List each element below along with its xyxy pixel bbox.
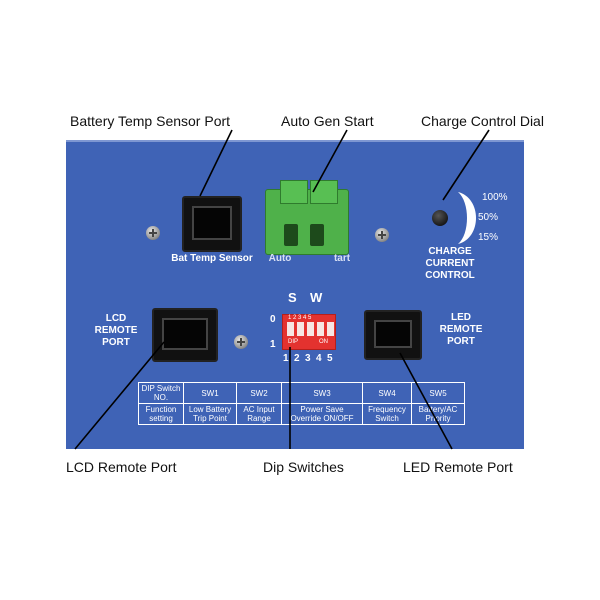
dip-switch-2[interactable] — [297, 322, 304, 336]
led-remote-port-line2: REMOTE — [439, 324, 483, 335]
led-remote-port-line3: PORT — [447, 336, 475, 347]
dip-sw-letter-s: S — [288, 290, 297, 305]
callout-lcd-remote-port: LCD Remote Port — [66, 459, 177, 475]
dip-text: DIP — [288, 339, 299, 345]
leader-battery-temp — [199, 129, 233, 197]
screw-middle — [234, 335, 248, 349]
lcd-remote-port-line2: REMOTE — [94, 325, 138, 336]
table-cell: Function setting — [138, 403, 184, 425]
dip-bottom-number-4: 4 — [316, 353, 322, 364]
lcd-remote-port-jack[interactable] — [152, 308, 218, 362]
dip-function-table: DIP Switch NO. SW1 SW2 SW3 SW4 SW5 Funct… — [138, 382, 465, 425]
screw-left — [146, 226, 160, 240]
charge-current-control-line2: CURRENT — [425, 258, 475, 269]
charge-level-50: 50% — [478, 212, 499, 223]
dip-switch-3[interactable] — [307, 322, 314, 336]
table-row: Function setting Low Battery Trip Point … — [138, 403, 465, 425]
dip-switch-1[interactable] — [287, 322, 294, 336]
dip-bottom-number-3: 3 — [305, 353, 311, 364]
callout-led-remote-port: LED Remote Port — [403, 459, 513, 475]
bat-temp-sensor-label: Bat Temp Sensor — [171, 253, 253, 264]
auto-gen-start-terminal[interactable] — [265, 180, 349, 255]
table-cell: AC Input Range — [236, 403, 282, 425]
dip-switch-block[interactable]: 1 2 3 4 5 DIP ON — [282, 314, 336, 350]
dip-bottom-number-2: 2 — [294, 353, 300, 364]
leader-charge-dial — [442, 129, 490, 201]
dip-state-1: 1 — [270, 339, 276, 350]
charge-level-100: 100% — [482, 192, 508, 203]
control-panel: Bat Temp Sensor Auto tart 100% 50% 15% C… — [66, 140, 524, 449]
screw-right — [375, 228, 389, 242]
callout-auto-gen-start: Auto Gen Start — [281, 113, 374, 129]
dip-sw-letter-w: W — [310, 290, 323, 305]
lcd-remote-port-line1: LCD — [105, 313, 127, 324]
leader-led-port — [399, 352, 453, 450]
led-remote-port-jack[interactable] — [364, 310, 422, 360]
dip-on: ON — [319, 339, 328, 345]
leader-lcd-port — [74, 341, 165, 450]
callout-dip-switches: Dip Switches — [263, 459, 344, 475]
led-remote-port-line1: LED — [451, 312, 471, 323]
dip-bottom-number-1: 1 — [283, 353, 289, 364]
table-cell: Power Save Override ON/OFF — [281, 403, 363, 425]
table-cell: Low Battery Trip Point — [183, 403, 237, 425]
charge-control-knob[interactable] — [432, 210, 448, 226]
auto-gen-start-label-left: Auto — [268, 253, 292, 264]
dip-switch-5[interactable] — [327, 322, 334, 336]
charge-current-control-line3: CONTROL — [425, 270, 475, 281]
dip-bottom-number-5: 5 — [327, 353, 333, 364]
dip-state-0: 0 — [270, 314, 276, 325]
bat-temp-sensor-jack[interactable] — [182, 196, 242, 252]
charge-dial-arc — [458, 192, 476, 244]
lcd-remote-port-line3: PORT — [102, 337, 130, 348]
leader-auto-gen — [312, 129, 348, 193]
dip-top-numbers: 1 2 3 4 5 — [288, 315, 312, 321]
callout-battery-temp-sensor-port: Battery Temp Sensor Port — [70, 113, 231, 129]
dip-switch-4[interactable] — [317, 322, 324, 336]
charge-current-control-line1: CHARGE — [428, 246, 472, 257]
callout-charge-control-dial: Charge Control Dial — [421, 113, 544, 129]
table-header-row: DIP Switch NO. SW1 SW2 SW3 SW4 SW5 — [138, 382, 465, 404]
charge-level-15: 15% — [478, 232, 499, 243]
auto-gen-start-label-right: tart — [333, 253, 351, 264]
